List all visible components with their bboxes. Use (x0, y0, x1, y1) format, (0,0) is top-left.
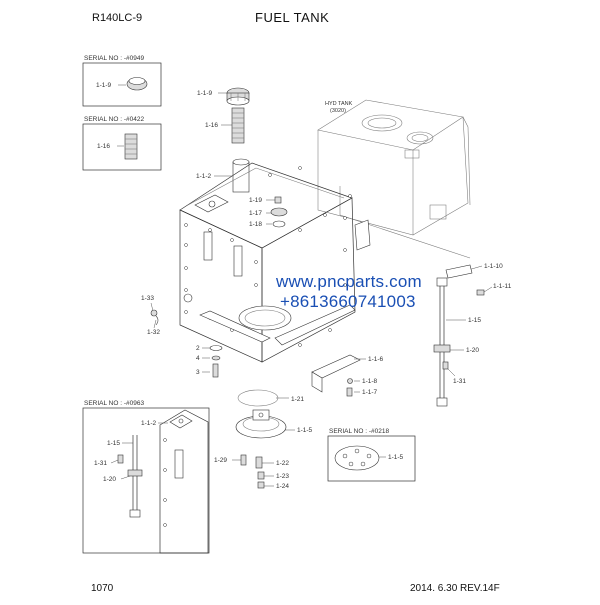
model-number: R140LC-9 (92, 12, 143, 24)
filler-cap: 1-1-9 (197, 87, 250, 106)
watermark-phone: +8613660741003 (280, 292, 416, 311)
callout-1-18: 1-18 (249, 221, 262, 228)
callout-1-31: 1-31 (453, 378, 466, 385)
callout-1-22: 1-22 (276, 460, 289, 467)
callout-1-29: 1-29 (214, 457, 227, 464)
fuel-gauge-rod: 1-1-10 1-1-11 1-15 1-20 1-31 (433, 263, 512, 407)
part-label: 1-16 (97, 143, 110, 150)
callout-1-17: 1-17 (249, 210, 262, 217)
callout-1-33: 1-33 (141, 295, 154, 302)
serial-box-frame (82, 62, 162, 107)
callout-1-23: 1-23 (276, 473, 289, 480)
hyd-tank-label: HYD TANK (325, 101, 353, 107)
callout-1-19: 1-19 (249, 197, 262, 204)
part-label: 1-31 (94, 460, 107, 467)
callout-1-1-10: 1-1-10 (484, 263, 503, 270)
callout-1-1-11: 1-1-11 (493, 283, 512, 290)
strainer-old (124, 133, 138, 160)
serial-label: SERIAL NO : -#0949 (84, 55, 144, 62)
tank-bolts: 2 4 3 (196, 345, 223, 378)
callout-1-21: 1-21 (291, 396, 304, 403)
callout-1-15: 1-15 (468, 317, 481, 324)
top-fittings: 1-19 1-17 1-18 (249, 196, 288, 228)
strainer: 1-16 (205, 107, 245, 144)
mount-bracket: 1-1-6 1-1-8 1-1-7 (311, 354, 384, 397)
callout-2: 2 (196, 345, 200, 352)
serial-label: SERIAL NO : -#0963 (84, 400, 144, 407)
serial-box-0963: SERIAL NO : -#0963 1-1-2 1-15 1-31 1-20 (82, 400, 210, 554)
fuel-tank-body: 1-1-2 (179, 158, 371, 363)
callout-4: 4 (196, 355, 200, 362)
callout-1-1-8: 1-1-8 (362, 378, 378, 385)
part-label: 1-20 (103, 476, 116, 483)
drain-fittings: 1-29 1-22 1-23 1-24 (214, 454, 289, 490)
serial-box-0949: SERIAL NO : -#0949 1-1-9 (82, 55, 162, 107)
serial-box-0422: SERIAL NO : -#0422 1-16 (82, 116, 162, 171)
callout-1-1-7: 1-1-7 (362, 389, 378, 396)
callout-1-1-5: 1-1-5 (297, 427, 313, 434)
callout-1-20: 1-20 (466, 347, 479, 354)
part-label: 1-1-2 (141, 420, 157, 427)
left-fittings: 1-33 1-32 (141, 295, 160, 336)
serial-label: SERIAL NO : -#0422 (84, 116, 144, 123)
callout-1-1-9: 1-1-9 (197, 90, 213, 97)
callout-1-24: 1-24 (276, 483, 289, 490)
watermark-url: www.pncparts.com (276, 272, 422, 291)
page-title: FUEL TANK (255, 10, 330, 25)
callout-1-16: 1-16 (205, 122, 218, 129)
part-label: 1-15 (107, 440, 120, 447)
serial-box-0218: SERIAL NO : -#0218 1-1-5 (327, 428, 416, 482)
serial-box-frame (82, 407, 210, 554)
page-number: 1070 (91, 583, 114, 594)
part-label: 1-1-5 (388, 454, 404, 461)
serial-box-frame (82, 123, 162, 171)
revision-date: 2014. 6.30 REV.14F (410, 583, 500, 594)
serial-label: SERIAL NO : -#0218 (329, 428, 389, 435)
callout-3: 3 (196, 369, 200, 376)
callout-1-32: 1-32 (147, 329, 160, 336)
cover-plate: 1-21 1-1-5 (235, 389, 313, 439)
serial-box-frame (327, 435, 416, 482)
hyd-tank-ref: (3020) (330, 108, 346, 114)
callout-1-1-6: 1-1-6 (368, 356, 384, 363)
part-label: 1-1-9 (96, 82, 112, 89)
callout-1-1-2: 1-1-2 (196, 173, 212, 180)
hyd-tank-outline: HYD TANK (3020) (317, 99, 471, 259)
